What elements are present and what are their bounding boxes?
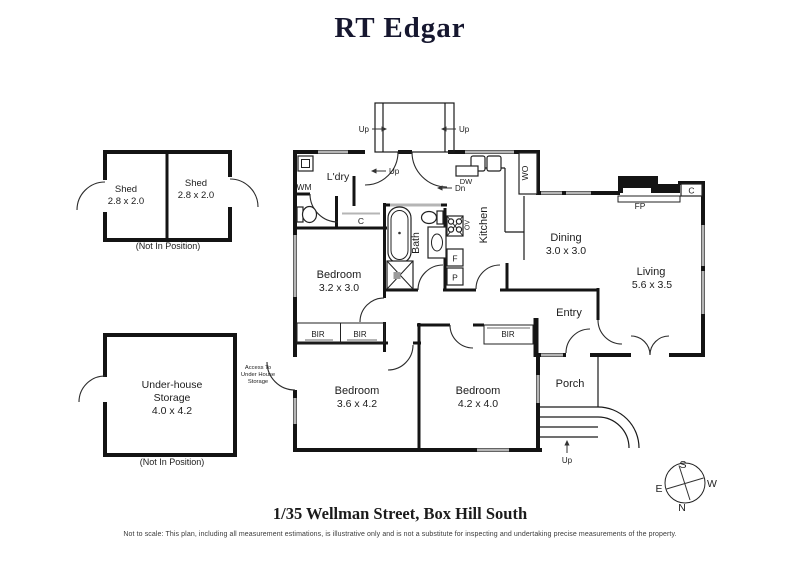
label-bir3: BIR [501, 330, 515, 339]
room-bedroom2-dims: 3.6 x 4.2 [337, 398, 377, 410]
label-deck-up-left: Up [359, 125, 370, 134]
walls-sheds [103, 150, 232, 242]
wall-oven-box [518, 152, 538, 195]
compass-n: N [678, 502, 686, 514]
label-fridge: F [452, 254, 457, 264]
porch-steps [540, 357, 640, 453]
storage-name-2: Storage [154, 392, 191, 404]
washing-machine-icon [297, 155, 314, 172]
storage-dims: 4.0 x 4.2 [152, 405, 192, 417]
label-closet-hall: C [358, 216, 364, 226]
windows [293, 150, 705, 452]
shed2-dims: 2.8 x 2.0 [178, 190, 214, 201]
label-wo: WO [520, 165, 530, 180]
label-pantry: P [452, 273, 458, 283]
disclaimer-text: Not to scale: This plan, including all m… [123, 531, 677, 538]
bir-row-bedroom1 [296, 322, 385, 344]
room-dining: Dining [550, 232, 581, 244]
room-dining-dims: 3.0 x 3.0 [546, 245, 586, 257]
fridge-box [446, 248, 464, 267]
room-bedroom3-dims: 4.2 x 4.0 [458, 398, 498, 410]
compass-e: E [655, 483, 662, 495]
door-arcs [76, 151, 670, 403]
room-labels: Shed 2.8 x 2.0 Shed 2.8 x 2.0 (Not In Po… [108, 171, 673, 467]
room-kitchen: Kitchen [478, 207, 490, 244]
walls-storage [103, 333, 237, 457]
label-closet-living: C [688, 186, 694, 196]
room-bedroom3: Bedroom [456, 385, 501, 397]
label-ov: OV [465, 220, 472, 230]
access-note-3: Storage [248, 379, 268, 385]
closet-living-box [680, 183, 703, 197]
room-living: Living [637, 266, 666, 278]
shed2-name: Shed [185, 178, 207, 189]
room-bedroom2: Bedroom [335, 385, 380, 397]
label-dw: DW [460, 177, 473, 186]
fireplace-icon [617, 176, 681, 203]
room-entry: Entry [556, 307, 582, 319]
bathtub-icon [387, 206, 412, 264]
storage-name-1: Under-house [142, 379, 203, 391]
compass-s: S [679, 459, 686, 471]
cooktop-icon [446, 215, 464, 237]
access-note-1: Access To [245, 365, 271, 371]
label-bir1: BIR [311, 330, 325, 339]
stair-labels: Up Up Up Dn Up [359, 125, 573, 465]
room-living-dims: 5.6 x 3.5 [632, 279, 672, 291]
property-address: 1/35 Wellman Street, Box Hill South [272, 504, 528, 523]
storage-note: (Not In Position) [140, 457, 205, 467]
bir-box-bedroom3 [483, 324, 534, 345]
label-deck-up-right: Up [459, 125, 470, 134]
sheds-note: (Not In Position) [136, 241, 201, 251]
label-fireplace: FP [635, 201, 646, 211]
shed1-name: Shed [115, 184, 137, 195]
label-door-dn: Dn [455, 184, 465, 193]
toilet-icon-wc [296, 205, 318, 224]
brand-title: RT Edgar [334, 12, 466, 44]
stair-arrows [371, 168, 452, 191]
label-bir2: BIR [353, 330, 367, 339]
label-porch-up: Up [562, 456, 573, 465]
dishwasher-icon [455, 165, 479, 177]
room-bedroom1-dims: 3.2 x 3.0 [319, 282, 359, 294]
room-porch: Porch [556, 378, 585, 390]
fixture-labels: WM DW WO OV F P C C FP BIR BIR BIR [296, 165, 694, 339]
room-bedroom1: Bedroom [317, 269, 362, 281]
vanity-icon [427, 226, 447, 259]
pantry-box [446, 267, 464, 286]
compass: S W N E [655, 459, 717, 514]
shed1-dims: 2.8 x 2.0 [108, 196, 144, 207]
rear-deck-stairs [372, 102, 456, 153]
label-door-up: Up [389, 167, 400, 176]
shower-icon [386, 260, 414, 290]
access-note-2: Under House [241, 372, 275, 378]
compass-w: W [707, 478, 717, 490]
room-ldry: L'dry [327, 171, 350, 183]
label-wm: WM [296, 182, 311, 192]
room-bath: Bath [410, 232, 422, 254]
toilet-icon-bath [420, 210, 444, 225]
